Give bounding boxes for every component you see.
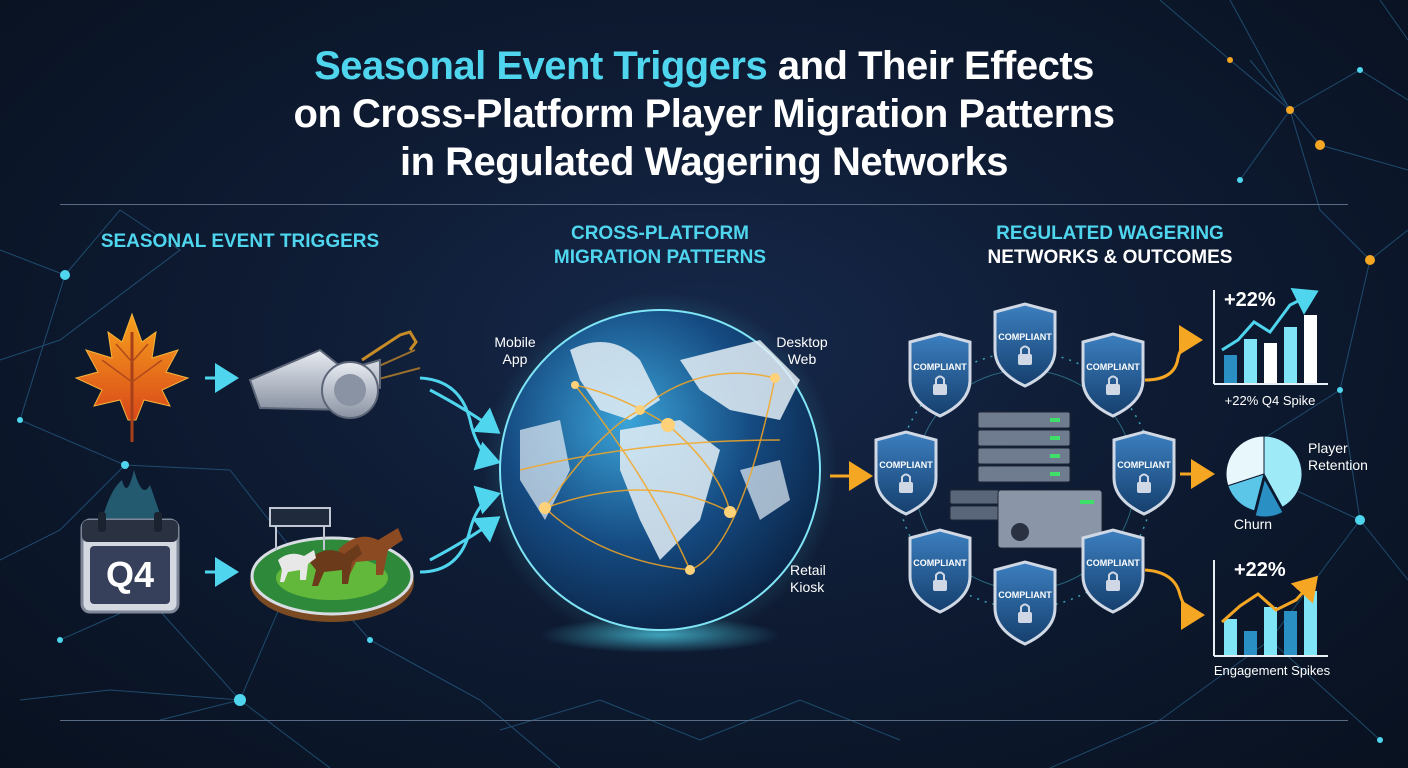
shield-badge-text: COMPLIANT xyxy=(913,362,967,372)
race-track-icon xyxy=(250,507,414,622)
shield-badge-text: COMPLIANT xyxy=(879,460,933,470)
title-line-1-rest: and Their Effects xyxy=(777,44,1095,88)
engagement-caption: Engagement Spikes xyxy=(1213,663,1331,678)
compliant-shield: COMPLIANT xyxy=(908,332,972,418)
title-line-1: Seasonal Event Triggers and Their Effect… xyxy=(0,42,1408,90)
compliant-shield: COMPLIANT xyxy=(1081,332,1145,418)
retention-label: Player Retention xyxy=(1308,440,1368,473)
heading-networks-line-2: NETWORKS & OUTCOMES xyxy=(987,247,1233,268)
compliant-shield: COMPLIANT xyxy=(993,302,1057,388)
compliant-shield: COMPLIANT xyxy=(908,528,972,614)
heading-migration-patterns: CROSS-PLATFORM MIGRATION PATTERNS xyxy=(480,222,840,270)
chart-bar xyxy=(1224,619,1237,655)
calendar-q4-icon xyxy=(80,470,180,614)
chart-bar xyxy=(1284,611,1297,655)
engagement-chart xyxy=(1213,560,1328,657)
title-line-2: on Cross-Platform Player Migration Patte… xyxy=(293,92,1115,136)
title-highlight: Seasonal Event Triggers xyxy=(314,44,768,88)
heading-migration-line-1: CROSS-PLATFORM xyxy=(570,223,750,244)
server-stack-icon xyxy=(949,411,1103,549)
q4-spike-caption: +22% Q4 Spike xyxy=(1224,393,1316,408)
whistle-icon xyxy=(248,330,421,419)
bottom-divider xyxy=(60,720,1348,721)
compliant-shield: COMPLIANT xyxy=(993,560,1057,646)
title-line-3: in Regulated Wagering Networks xyxy=(399,140,1009,184)
compliant-shield: COMPLIANT xyxy=(874,430,938,516)
chart-bar xyxy=(1304,591,1317,655)
chart-bar xyxy=(1304,315,1317,383)
top-divider xyxy=(60,204,1348,205)
pie-slice xyxy=(1254,477,1284,518)
shield-badge-text: COMPLIANT xyxy=(1086,558,1140,568)
q4-spike-value: +22% xyxy=(1224,289,1276,311)
calendar-label: Q4 xyxy=(105,554,155,595)
q4-spike-chart xyxy=(1213,287,1328,385)
heading-seasonal-triggers: SEASONAL EVENT TRIGGERS xyxy=(100,231,380,252)
shield-badge-text: COMPLIANT xyxy=(998,590,1052,600)
outcome-arrows xyxy=(1144,325,1215,630)
pie-slice xyxy=(1263,435,1303,508)
shield-badge-text: COMPLIANT xyxy=(913,558,967,568)
chart-bar xyxy=(1224,355,1237,383)
chart-bar xyxy=(1284,327,1297,383)
pie-slice xyxy=(1225,435,1265,487)
shield-badge-text: COMPLIANT xyxy=(1086,362,1140,372)
globe-icon xyxy=(482,292,838,653)
engagement-value: +22% xyxy=(1234,559,1286,581)
heading-networks-line-1: REGULATED WAGERING xyxy=(996,223,1224,244)
chart-bar xyxy=(1244,631,1257,655)
platform-label-mobile: Mobile App xyxy=(494,334,536,367)
chart-bar xyxy=(1264,607,1277,655)
retention-pie-chart xyxy=(1225,435,1303,518)
heading-networks-outcomes: REGULATED WAGERING NETWORKS & OUTCOMES xyxy=(930,222,1290,270)
shield-badge-text: COMPLIANT xyxy=(998,332,1052,342)
churn-label: Churn xyxy=(1233,516,1273,532)
maple-leaf-icon xyxy=(74,312,190,442)
compliant-shield: COMPLIANT xyxy=(1081,528,1145,614)
platform-label-retail: Retail Kiosk xyxy=(790,562,826,595)
chart-bar xyxy=(1244,339,1257,383)
shield-badge-text: COMPLIANT xyxy=(1117,460,1171,470)
heading-migration-line-2: MIGRATION PATTERNS xyxy=(553,247,767,268)
compliant-shield: COMPLIANT xyxy=(1112,430,1176,516)
chart-bar xyxy=(1264,343,1277,383)
platform-label-desktop: Desktop Web xyxy=(776,334,828,367)
